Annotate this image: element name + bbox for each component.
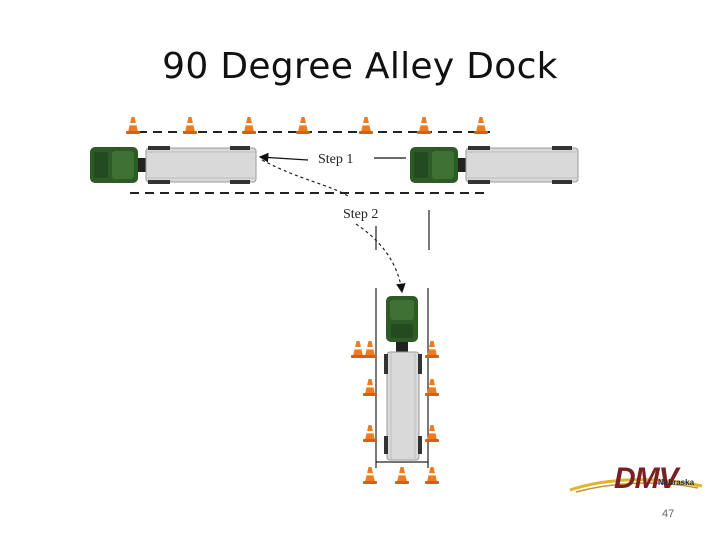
cone: [425, 341, 439, 358]
dmv-nebraska-logo: DMV Nebraska: [566, 458, 706, 506]
cone: [363, 379, 377, 396]
cone: [417, 117, 431, 134]
truck-docked-position: [384, 296, 422, 461]
cone: [425, 379, 439, 396]
step2-arrow: [355, 223, 406, 294]
step2-label: Step 2: [343, 207, 378, 222]
step1-label: Step 1: [318, 152, 353, 167]
cone: [126, 117, 140, 134]
truck-step1-position: [410, 146, 579, 184]
cone: [363, 467, 377, 484]
top-cone-row: [126, 117, 488, 134]
cone: [425, 467, 439, 484]
cone: [363, 341, 377, 358]
cone: [395, 467, 409, 484]
logo-text: DMV: [614, 462, 679, 495]
step1-path: [261, 159, 349, 197]
page-number: 47: [662, 508, 675, 520]
cone: [425, 425, 439, 442]
cone: [183, 117, 197, 134]
slide-title: 90 Degree Alley Dock: [162, 46, 558, 87]
cone: [474, 117, 488, 134]
cone: [359, 117, 373, 134]
cone: [351, 341, 365, 358]
truck-start-position: [90, 146, 257, 184]
logo-subtext: Nebraska: [658, 478, 695, 487]
step1-arrow: [258, 152, 309, 163]
cone: [242, 117, 256, 134]
cone: [363, 425, 377, 442]
logo-swoosh-icon: [569, 478, 703, 493]
cone: [296, 117, 310, 134]
